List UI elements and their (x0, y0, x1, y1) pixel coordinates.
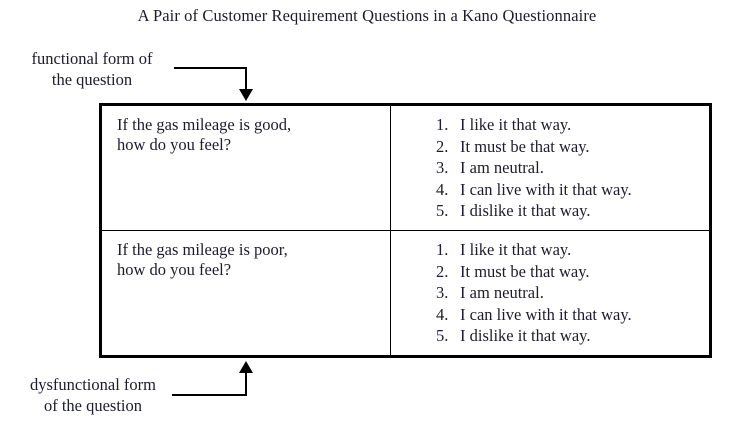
list-item[interactable]: 5. I dislike it that way. (436, 325, 709, 347)
list-item[interactable]: 4. I can live with it that way. (436, 304, 709, 326)
option-label: I can live with it that way. (460, 304, 632, 324)
answer-options-list: 1. I like it that way. 2. It must be that … (391, 239, 709, 347)
option-number: 2. (436, 136, 449, 156)
list-item[interactable]: 2. It must be that way. (436, 261, 709, 283)
page-title: A Pair of Customer Requirement Questions… (137, 6, 597, 25)
answer-cell-dysfunctional: 1. I like it that way. 2. It must be that … (390, 230, 710, 356)
question-cell-dysfunctional: If the gas mileage is poor, how do you f… (101, 230, 391, 356)
dysfunctional-leader-horizontal (172, 394, 246, 396)
functional-form-label-line1: functional form of (31, 49, 153, 68)
dysfunctional-form-label: dysfunctional form of the question (4, 374, 182, 416)
list-item[interactable]: 1. I like it that way. (436, 239, 709, 261)
option-number: 1. (436, 115, 449, 134)
table-row: If the gas mileage is poor, how do you f… (101, 230, 710, 356)
option-number: 5. (436, 201, 449, 220)
option-label: I dislike it that way. (460, 326, 591, 345)
arrow-down-icon (239, 89, 253, 101)
question-text-line2: how do you feel? (117, 260, 232, 279)
answer-options-list: 1. I like it that way. 2. It must be that … (391, 114, 709, 222)
option-number: 5. (436, 326, 449, 345)
question-text-line2: how do you feel? (117, 135, 232, 154)
option-label: I like it that way. (460, 115, 572, 134)
option-label: I can live with it that way. (460, 179, 632, 199)
option-number: 2. (436, 261, 449, 281)
option-number: 3. (436, 283, 449, 302)
option-label: I like it that way. (460, 240, 572, 259)
question-text-line1: If the gas mileage is poor, (117, 240, 288, 259)
option-label: I dislike it that way. (460, 201, 591, 220)
answer-cell-functional: 1. I like it that way. 2. It must be that … (390, 105, 710, 231)
option-label: It must be that way. (460, 261, 590, 281)
option-label: I am neutral. (460, 283, 544, 302)
option-number: 3. (436, 158, 449, 177)
option-number: 4. (436, 304, 449, 324)
list-item[interactable]: 5. I dislike it that way. (436, 200, 709, 222)
functional-form-label-line2: the question (51, 70, 133, 89)
option-number: 4. (436, 179, 449, 199)
kano-questionnaire-table: If the gas mileage is good, how do you f… (99, 103, 712, 358)
question-text-line1: If the gas mileage is good, (117, 115, 292, 134)
list-item[interactable]: 1. I like it that way. (436, 114, 709, 136)
option-label: I am neutral. (460, 158, 544, 177)
functional-leader-vertical (245, 67, 247, 89)
dysfunctional-form-label-line1: dysfunctional form (29, 375, 156, 394)
list-item[interactable]: 4. I can live with it that way. (436, 179, 709, 201)
functional-leader-horizontal (174, 67, 246, 69)
dysfunctional-form-label-line2: of the question (43, 396, 143, 415)
list-item[interactable]: 2. It must be that way. (436, 136, 709, 158)
question-cell-functional: If the gas mileage is good, how do you f… (101, 105, 391, 231)
dysfunctional-leader-vertical (245, 372, 247, 396)
list-item[interactable]: 3. I am neutral. (436, 157, 709, 179)
table-row: If the gas mileage is good, how do you f… (101, 105, 710, 231)
option-label: It must be that way. (460, 136, 590, 156)
list-item[interactable]: 3. I am neutral. (436, 282, 709, 304)
arrow-up-icon (239, 361, 253, 373)
option-number: 1. (436, 240, 449, 259)
functional-form-label: functional form of the question (6, 48, 178, 90)
